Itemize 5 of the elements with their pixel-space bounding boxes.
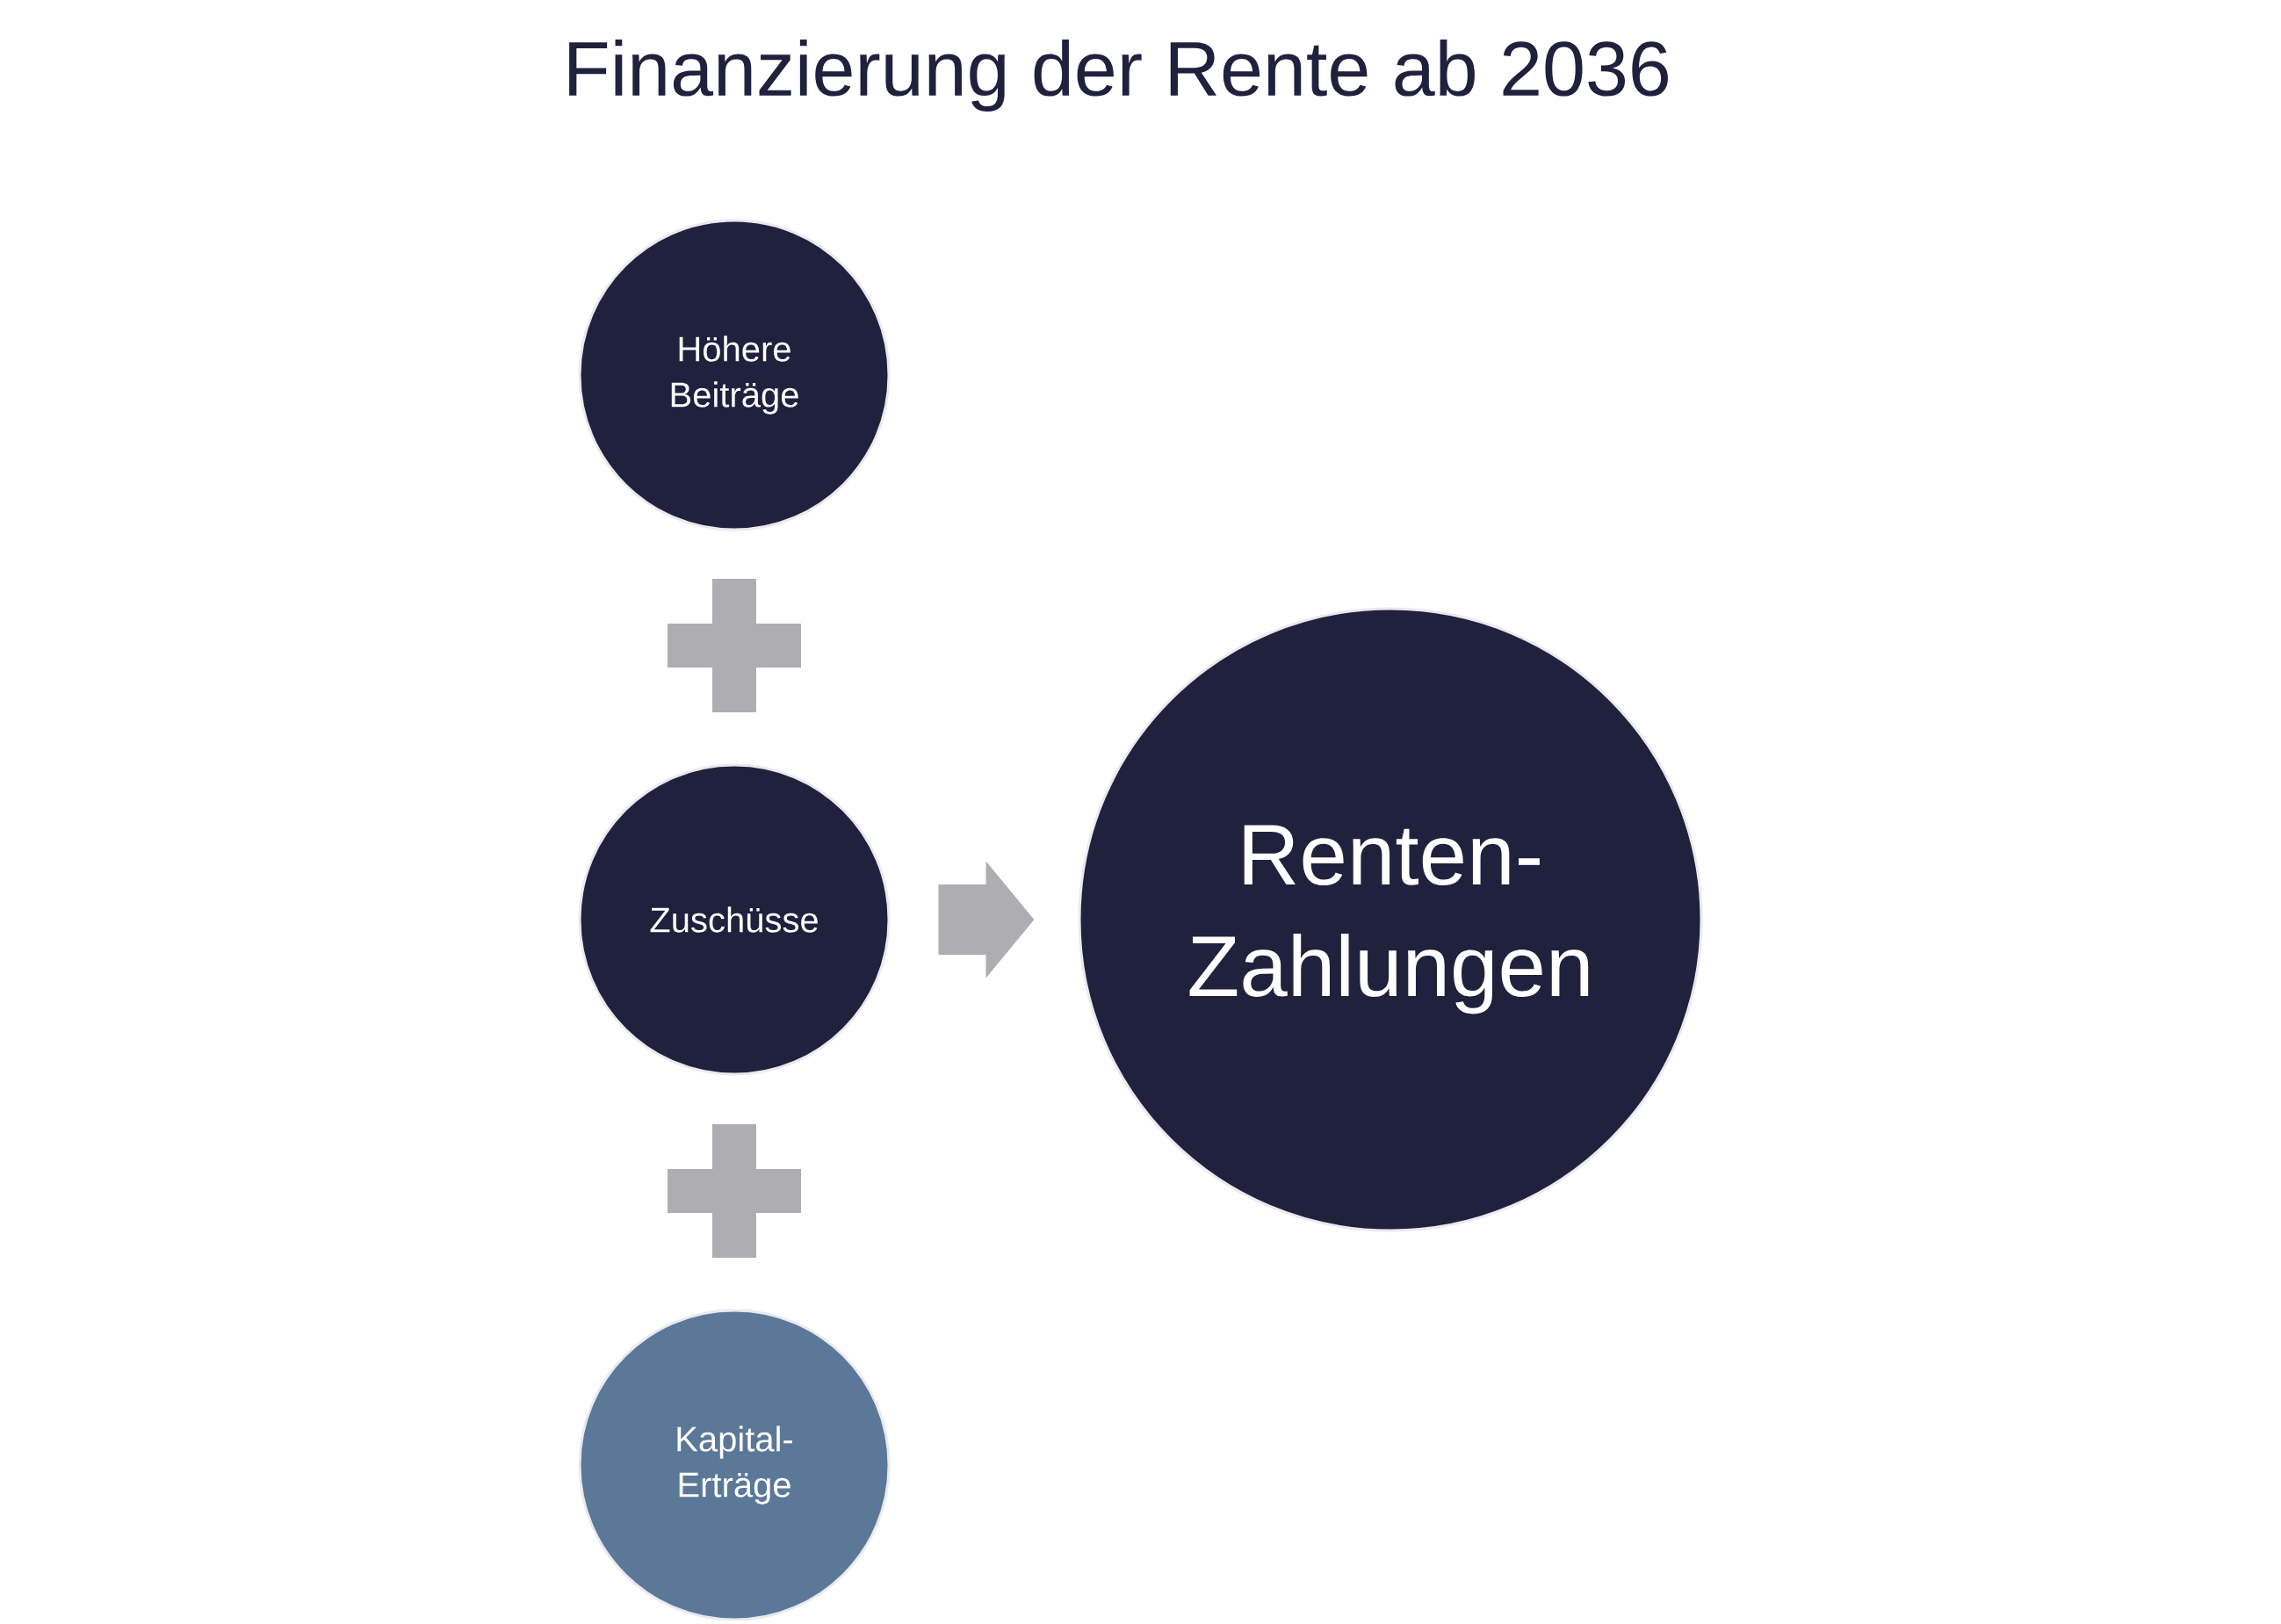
title: Finanzierung der Rente ab 2036 (569, 40, 1668, 112)
circle-node: Kapital- Erträge (578, 1309, 891, 1621)
circle-node: Höhere Beiträge (578, 219, 891, 531)
circle-node: Zuschüsse (578, 763, 891, 1076)
circle-node: Renten- Zahlungen (1078, 607, 1703, 1232)
